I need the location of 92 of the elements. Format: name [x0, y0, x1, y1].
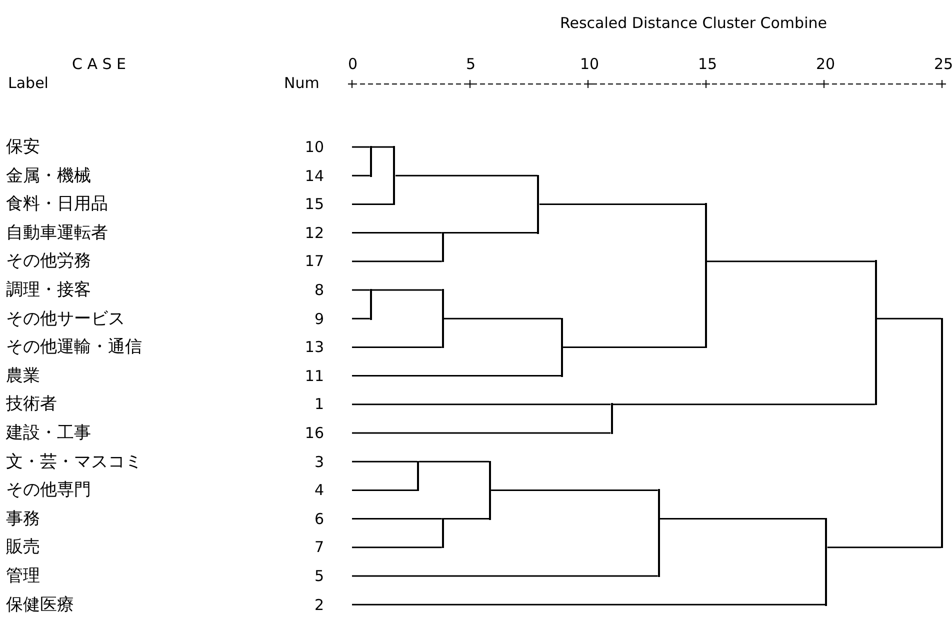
case-label: 調理・接客 [6, 281, 91, 299]
dendrogram-branch [444, 318, 562, 320]
dendrogram-branch [352, 289, 370, 291]
cluster-join-line [489, 460, 492, 520]
column-heading: C A S E [72, 55, 126, 73]
cluster-join-line [537, 174, 540, 234]
column-heading: Num [284, 74, 320, 92]
cluster-join-line [825, 518, 828, 606]
cluster-join-line [941, 318, 943, 548]
case-label: 保健医療 [6, 596, 74, 614]
case-number: 17 [304, 252, 324, 270]
cluster-join-line [442, 289, 444, 348]
dendrogram-branch [352, 260, 442, 262]
case-label: 保安 [6, 138, 40, 156]
dendrogram-branch [352, 460, 418, 462]
dendrogram-branch [352, 404, 611, 406]
dendrogram-branch [352, 575, 658, 577]
cluster-join-line [393, 146, 396, 206]
dendrogram-branch [876, 318, 941, 320]
dendrogram-branch [352, 518, 442, 520]
case-number: 5 [314, 567, 324, 585]
dendrogram-branch [352, 489, 418, 491]
dendrogram-branch [352, 232, 442, 234]
dendrogram-branch [660, 518, 826, 520]
tick-label: 15 [698, 55, 718, 73]
dendrogram-branch [444, 232, 538, 234]
tick-label: 20 [816, 55, 836, 73]
cluster-join-line [658, 489, 660, 577]
tick-label: 5 [466, 55, 476, 73]
case-number: 12 [304, 224, 324, 242]
dendrogram-branch [352, 203, 394, 205]
dendrogram-branch [563, 346, 705, 348]
case-number: 6 [314, 510, 324, 528]
case-label: 管理 [6, 567, 40, 585]
dendrogram-branch [372, 289, 442, 291]
dendrogram-branch [612, 404, 875, 406]
case-number: 9 [314, 310, 324, 328]
dendrogram-branch [352, 318, 370, 320]
tick-label: 0 [348, 55, 358, 73]
case-label: 事務 [6, 510, 40, 528]
dendrogram-branch [707, 260, 875, 262]
dendrogram-branch [352, 375, 562, 377]
dendrogram-branch [352, 432, 611, 434]
case-number: 15 [304, 195, 324, 214]
case-number: 8 [314, 281, 324, 299]
case-label: 農業 [6, 366, 40, 385]
dendrogram-branch [395, 174, 538, 176]
case-label: 技術者 [6, 395, 57, 414]
case-number: 7 [314, 538, 324, 556]
cluster-join-line [370, 289, 372, 320]
tick-label: 25 [934, 55, 952, 73]
case-label: 自動車運転者 [6, 224, 108, 242]
axis-title: Rescaled Distance Cluster Combine [560, 14, 827, 32]
dendrogram-branch [352, 346, 442, 348]
case-label: 食料・日用品 [6, 195, 108, 214]
cluster-join-line [442, 232, 444, 262]
case-label: その他運輸・通信 [6, 338, 142, 356]
dendrogram-branch [352, 604, 826, 606]
cluster-join-line [370, 146, 372, 177]
case-number: 14 [304, 166, 324, 185]
cluster-join-line [705, 203, 707, 348]
dendrogram-branch [352, 546, 442, 548]
cluster-join-line [561, 318, 564, 377]
dendrogram-branch [419, 460, 490, 462]
cluster-join-line [610, 403, 613, 434]
dendrogram-branch [372, 146, 394, 148]
case-number: 4 [314, 481, 324, 500]
case-number: 11 [304, 366, 324, 385]
case-number: 13 [304, 338, 324, 356]
case-label: その他サービス [6, 310, 125, 328]
dendrogram-branch [444, 518, 490, 520]
case-number: 3 [314, 452, 324, 471]
cluster-join-line [417, 460, 420, 492]
cluster-join-line [874, 260, 877, 406]
case-number: 16 [304, 424, 324, 442]
case-number: 1 [314, 395, 324, 414]
column-heading: Label [8, 74, 48, 92]
case-label: 販売 [6, 538, 40, 556]
dendrogram-branch [539, 203, 705, 205]
case-label: 金属・機械 [6, 166, 91, 185]
dendrogram-branch [827, 546, 941, 548]
tick-label: 10 [580, 55, 600, 73]
case-number: 2 [314, 596, 324, 614]
case-label: 建設・工事 [6, 424, 91, 442]
case-label: その他専門 [6, 481, 91, 500]
dendrogram-branch [352, 146, 370, 148]
case-label: 文・芸・マスコミ [6, 452, 142, 471]
case-number: 10 [304, 138, 324, 156]
case-label: その他労務 [6, 252, 91, 270]
dendrogram-branch [352, 174, 370, 176]
cluster-join-line [442, 518, 444, 548]
dendrogram-branch [491, 489, 658, 491]
